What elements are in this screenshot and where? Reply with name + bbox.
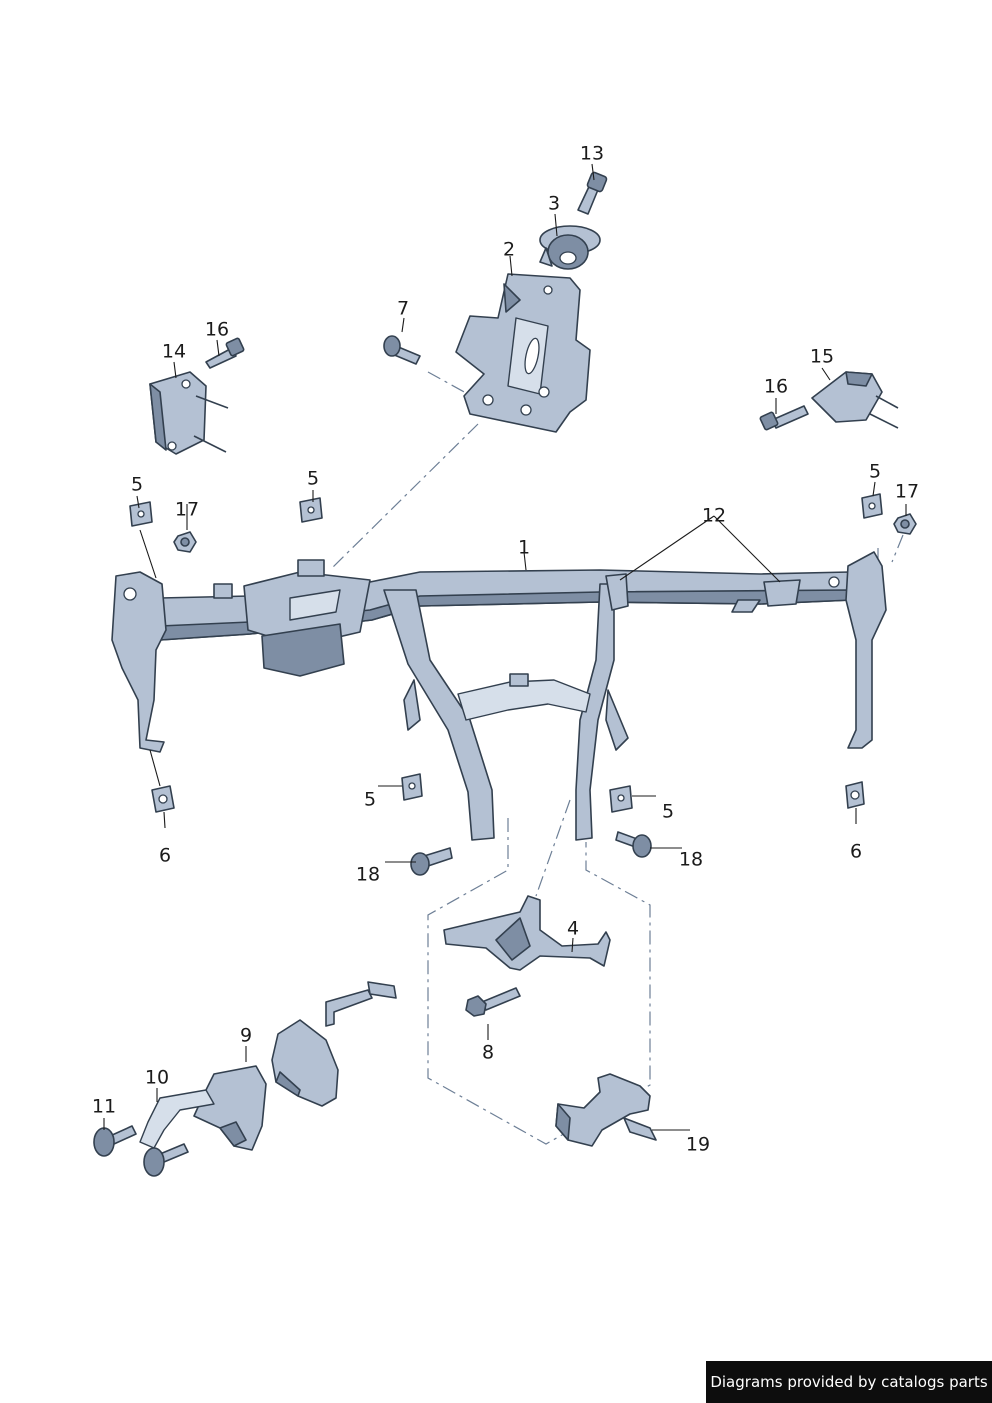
screw-7	[383, 335, 421, 365]
callout-6a: 6	[158, 844, 172, 867]
callout-11: 11	[91, 1095, 117, 1118]
clip-nut-5a	[129, 501, 153, 527]
bolt-18b	[615, 831, 652, 858]
shield-9	[271, 981, 397, 1107]
mount-bracket-14	[149, 371, 229, 455]
assembly-guides	[329, 371, 904, 1145]
bolt-16-left	[205, 337, 245, 369]
callout-6b: 6	[849, 840, 863, 863]
hex-nut-17a	[173, 531, 197, 553]
mount-bracket-15	[811, 371, 899, 429]
nut-6b	[845, 781, 865, 809]
callout-5d: 5	[363, 788, 377, 811]
bolt-8	[465, 987, 521, 1017]
bolt-18a	[410, 847, 453, 876]
callout-18a: 18	[355, 863, 381, 886]
callout-13: 13	[579, 142, 605, 165]
clip-nut-5d	[401, 773, 423, 801]
callout-15: 15	[809, 345, 835, 368]
callout-16b: 16	[763, 375, 789, 398]
callout-17a: 17	[174, 498, 200, 521]
bushing-3	[539, 225, 601, 270]
callout-9: 9	[239, 1024, 253, 1047]
screws-11	[93, 1125, 189, 1177]
bracket-10	[139, 1065, 267, 1151]
callout-5a: 5	[130, 473, 144, 496]
footer-credit-text: Diagrams provided by catalogs parts	[710, 1373, 988, 1391]
callout-4: 4	[566, 917, 580, 940]
callout-17b: 17	[894, 480, 920, 503]
clip-nut-5c	[861, 493, 883, 519]
callout-5e: 5	[661, 800, 675, 823]
hex-nut-17b	[893, 513, 917, 535]
callout-1: 1	[517, 536, 531, 559]
bolt-13	[577, 171, 608, 215]
clip-nut-5b	[299, 497, 323, 523]
nut-6a	[151, 785, 175, 813]
callout-3: 3	[547, 192, 561, 215]
bracket-19	[555, 1073, 657, 1147]
callout-5b: 5	[306, 467, 320, 490]
callout-7: 7	[396, 297, 410, 320]
bolt-16-right	[759, 405, 809, 431]
cross-car-beam-1	[111, 551, 887, 841]
clip-nut-5e	[609, 785, 633, 813]
callout-10: 10	[144, 1066, 170, 1089]
callout-14: 14	[161, 340, 187, 363]
callout-19: 19	[685, 1133, 711, 1156]
callout-2: 2	[502, 238, 516, 261]
callout-18b: 18	[678, 848, 704, 871]
callout-5c: 5	[868, 460, 882, 483]
leader-lines	[103, 163, 907, 1131]
callout-12: 12	[701, 504, 727, 527]
lower-bracket-4	[443, 895, 611, 971]
callout-8: 8	[481, 1041, 495, 1064]
footer-credit: Diagrams provided by catalogs parts	[706, 1361, 992, 1403]
bracket-plate-2	[455, 273, 591, 433]
callout-16a: 16	[204, 318, 230, 341]
